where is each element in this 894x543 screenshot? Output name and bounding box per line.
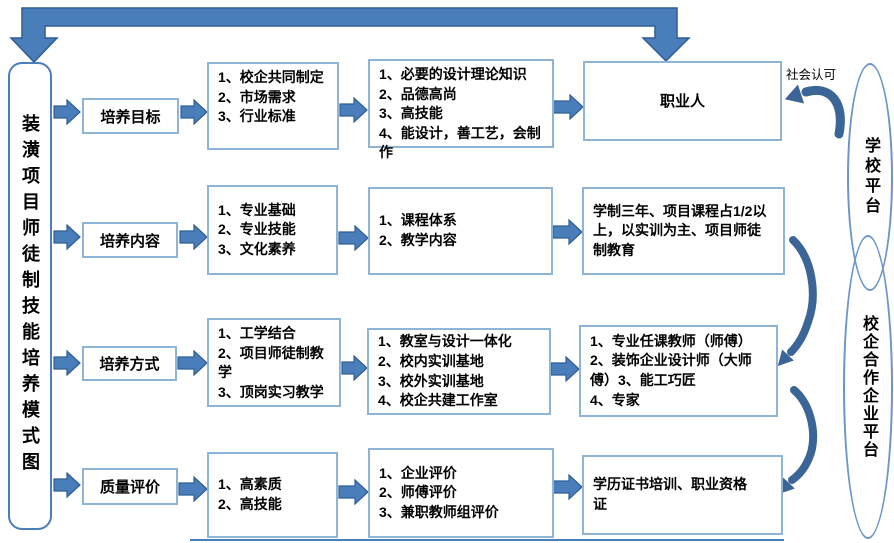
flow-arrow [552, 218, 583, 246]
list-item: 3、顶岗实习教学 [218, 383, 324, 400]
list-item: 3、行业标准 [218, 108, 296, 125]
list-item: 3、兼职教师组评价 [379, 503, 499, 520]
list-item: 1、专业基础 [218, 201, 296, 218]
quality-evaluation-outcome-box: 学历证书培训、职业资格证 [582, 455, 783, 535]
list-item: 2、高技能 [218, 496, 282, 512]
social-recognition-label: 社会认可 [786, 68, 837, 82]
flow-arrow [177, 349, 208, 377]
list-item: 2、校内实训基地 [378, 352, 484, 369]
flow-arrow [341, 354, 368, 382]
training-goals-label: 培养目标 [100, 108, 161, 126]
list-item: 1、必要的设计理论知识 [379, 66, 527, 82]
right-curve-arrow-1 [787, 236, 817, 356]
flow-arrow [53, 98, 81, 126]
outcome-text: 学历证书培训、职业资格证 [593, 476, 747, 512]
flow-arrow [178, 475, 208, 503]
list-item: 2、教学内容 [379, 232, 457, 248]
flow-arrow [338, 224, 369, 252]
list-item: 1、教室与设计一体化 [378, 333, 512, 350]
list-item: 1、校企共同制定 [218, 69, 324, 85]
list-item: 3、文化素养 [218, 240, 296, 257]
training-goals-spec-box: 1、必要的设计理论知识 2、品德高尚 3、高技能 4、能设计，善工艺，会制作 [368, 59, 554, 160]
list-item: 4、专家 [590, 391, 640, 408]
list-item: 4、校企共建工作室 [378, 392, 498, 409]
training-method-outcome-box: 1、专业任课教师（师傅） 2、装饰企业设计师（大师傅）3、能工巧匠 4、专家 [579, 325, 778, 417]
flow-arrow [179, 223, 208, 251]
training-goals-outcome-box: 职业人 [583, 61, 782, 141]
training-method-spec-box: 1、教室与设计一体化 2、校内实训基地 3、校外实训基地 4、校企共建工作室 [367, 328, 551, 415]
diagram-title-panel: 装潢项目师徒制技能培养模式图 [8, 62, 52, 530]
training-goals-criteria-box: 1、校企共同制定 2、市场需求 3、行业标准 [207, 62, 339, 150]
right-curve-arrow-2 [788, 386, 818, 484]
training-method-label-box: 培养方式 [82, 346, 177, 381]
training-method-criteria-box: 1、工学结合 2、项目师徒制教学 3、顶岗实习教学 [207, 318, 341, 407]
training-content-outcome-box: 学制三年、项目课程占1/2以上，以实训为主、项目师徒制教育 [582, 187, 785, 275]
training-method-label: 培养方式 [99, 356, 160, 373]
outcome-text: 职业人 [659, 92, 705, 110]
school-platform-label: 学校平台 [862, 137, 879, 217]
enterprise-platform-ellipse: 校企合作企业平台 [843, 235, 893, 539]
list-item: 2、市场需求 [218, 88, 296, 105]
list-item: 2、项目师徒制教学 [218, 344, 324, 381]
outcome-text: 学制三年、项目课程占1/2以上，以实训为主、项目师徒制教育 [593, 202, 767, 258]
training-content-label-box: 培养内容 [82, 222, 178, 258]
quality-evaluation-spec-box: 1、企业评价 2、师傅评价 3、兼职教师组评价 [368, 448, 554, 538]
flow-arrow [338, 478, 369, 506]
flow-arrow [339, 96, 368, 124]
list-item: 1、课程体系 [379, 212, 457, 229]
flow-arrow [550, 355, 580, 383]
list-item: 2、品德高尚 [379, 85, 457, 102]
flow-arrow [552, 93, 584, 121]
flow-arrow [180, 98, 208, 126]
quality-evaluation-criteria-box: 1、高素质 2、高技能 [207, 452, 338, 538]
list-item: 1、工学结合 [218, 325, 296, 341]
flow-arrow [552, 473, 583, 501]
enterprise-platform-label: 校企合作企业平台 [860, 315, 877, 459]
social-recognition-curved-arrow [801, 86, 845, 139]
list-item: 2、师傅评价 [379, 484, 457, 501]
training-content-criteria-box: 1、专业基础 2、专业技能 3、文化素养 [207, 185, 338, 275]
training-content-spec-box: 1、课程体系 2、教学内容 [368, 187, 553, 275]
flow-arrow [53, 471, 81, 499]
list-item: 3、高技能 [379, 105, 443, 122]
list-item: 2、装饰企业设计师（大师傅）3、能工巧匠 [590, 352, 752, 388]
list-item: 1、企业评价 [379, 464, 457, 481]
list-item: 1、高素质 [218, 476, 282, 493]
quality-evaluation-label: 质量评价 [99, 479, 160, 496]
flow-arrow [53, 223, 81, 251]
quality-evaluation-label-box: 质量评价 [82, 468, 178, 505]
list-item: 1、专业任课教师（师傅） [590, 332, 752, 349]
list-item: 4、能设计，善工艺，会制作 [379, 124, 541, 161]
training-content-label: 培养内容 [99, 232, 160, 250]
diagram-title: 装潢项目师徒制技能培养模式图 [20, 114, 40, 478]
list-item: 2、专业技能 [218, 221, 296, 238]
list-item: 3、校外实训基地 [378, 372, 484, 389]
training-goals-label-box: 培养目标 [82, 98, 179, 134]
top-feedback-connector-arrow [9, 7, 691, 64]
flow-arrow [53, 349, 81, 377]
social-recognition-arrowhead [784, 84, 805, 104]
